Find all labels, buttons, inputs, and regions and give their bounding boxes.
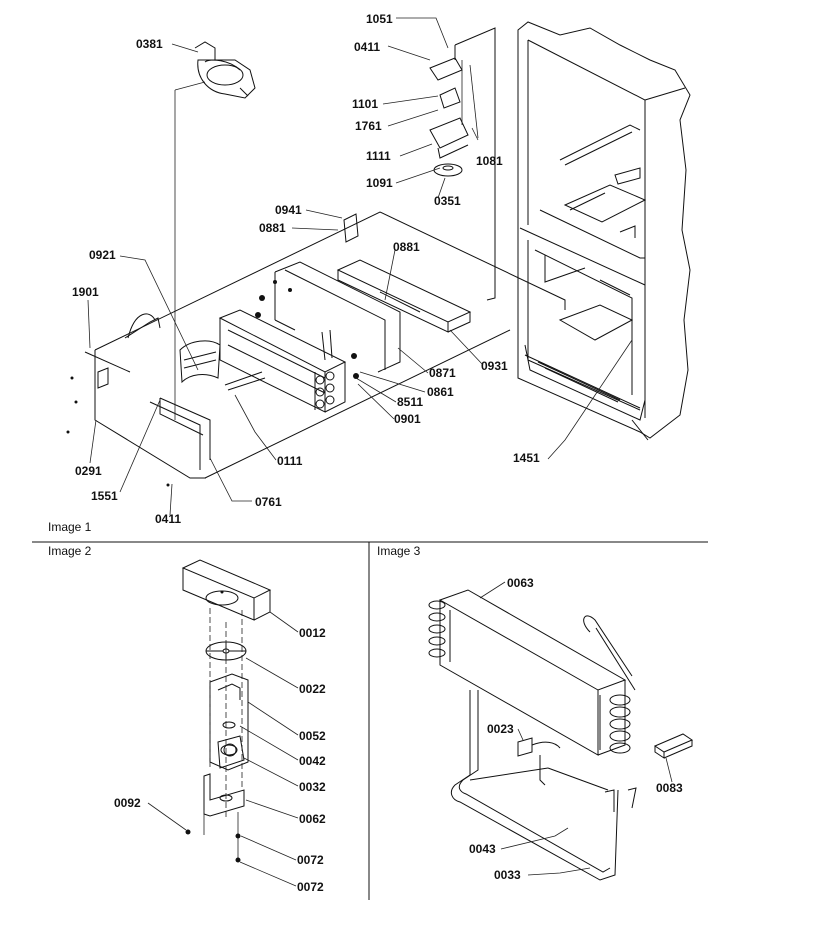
image2-part-labels: 0012 0022 0052 0042 0032 0092 0062 0072 … (114, 626, 326, 894)
fan-housing-drawing (174, 41, 256, 420)
label-1901: 1901 (72, 285, 99, 299)
label-0033: 0033 (494, 868, 521, 882)
section-dividers (32, 541, 708, 900)
label-0063: 0063 (507, 576, 534, 590)
coil-loops-left (428, 600, 446, 658)
label-1451: 1451 (513, 451, 540, 465)
label-1101: 1101 (352, 97, 378, 111)
label-1081: 1081 (476, 154, 503, 168)
label-0043: 0043 (469, 842, 496, 856)
image2-diagram: Image 2 (48, 544, 326, 894)
label-0062: 0062 (299, 812, 326, 826)
label-0931: 0931 (481, 359, 508, 373)
label-8511: 8511 (397, 395, 423, 409)
label-0012: 0012 (299, 626, 326, 640)
damper-panel-drawing (429, 27, 496, 301)
evaporator-coil-drawing (179, 309, 347, 413)
label-0072-a: 0072 (297, 853, 324, 867)
label-0111: 0111 (277, 454, 303, 468)
label-0881-b: 0881 (393, 240, 420, 254)
label-0291: 0291 (75, 464, 102, 478)
label-1111: 1111 (366, 149, 391, 163)
label-0761: 0761 (255, 495, 282, 509)
fastener-dots (66, 280, 359, 487)
label-0052: 0052 (299, 729, 326, 743)
image1-diagram: 0381 1051 0411 1101 1761 1111 1081 1091 … (48, 12, 691, 534)
label-0032: 0032 (299, 780, 326, 794)
label-0042: 0042 (299, 754, 326, 768)
coil-loops-right (609, 694, 631, 754)
image3-caption: Image 3 (377, 544, 421, 558)
label-0871: 0871 (429, 366, 456, 380)
drain-bracket-drawing (274, 259, 472, 373)
label-0381: 0381 (136, 37, 163, 51)
label-0921: 0921 (89, 248, 116, 262)
label-0022: 0022 (299, 682, 326, 696)
label-0411-bottom: 0411 (155, 512, 181, 526)
image2-caption: Image 2 (48, 544, 92, 558)
label-0411-top: 0411 (354, 40, 380, 54)
image1-caption: Image 1 (48, 520, 92, 534)
label-0901: 0901 (394, 412, 421, 426)
label-1051: 1051 (366, 12, 393, 26)
label-0092: 0092 (114, 796, 141, 810)
image3-part-labels: 0063 0023 0083 0043 0033 (469, 576, 683, 882)
label-0941: 0941 (275, 203, 302, 217)
label-0072-b: 0072 (297, 880, 324, 894)
image1-part-labels: 0381 1051 0411 1101 1761 1111 1081 1091 … (72, 12, 540, 526)
label-0351: 0351 (434, 194, 461, 208)
bracket-0941-drawing (343, 213, 359, 243)
label-0083: 0083 (656, 781, 683, 795)
label-0023: 0023 (487, 722, 514, 736)
label-0881-a: 0881 (259, 221, 286, 235)
evaporator-cover-drawing (84, 211, 566, 479)
image3-leader-lines (479, 581, 673, 876)
image3-diagram: Image 3 (377, 544, 694, 882)
cabinet-drawing (517, 21, 691, 441)
label-1761: 1761 (355, 119, 382, 133)
label-1551: 1551 (91, 489, 118, 503)
label-1091: 1091 (366, 176, 393, 190)
image1-leader-lines (87, 17, 633, 516)
image2-leader-lines (147, 611, 299, 887)
label-0861: 0861 (427, 385, 454, 399)
